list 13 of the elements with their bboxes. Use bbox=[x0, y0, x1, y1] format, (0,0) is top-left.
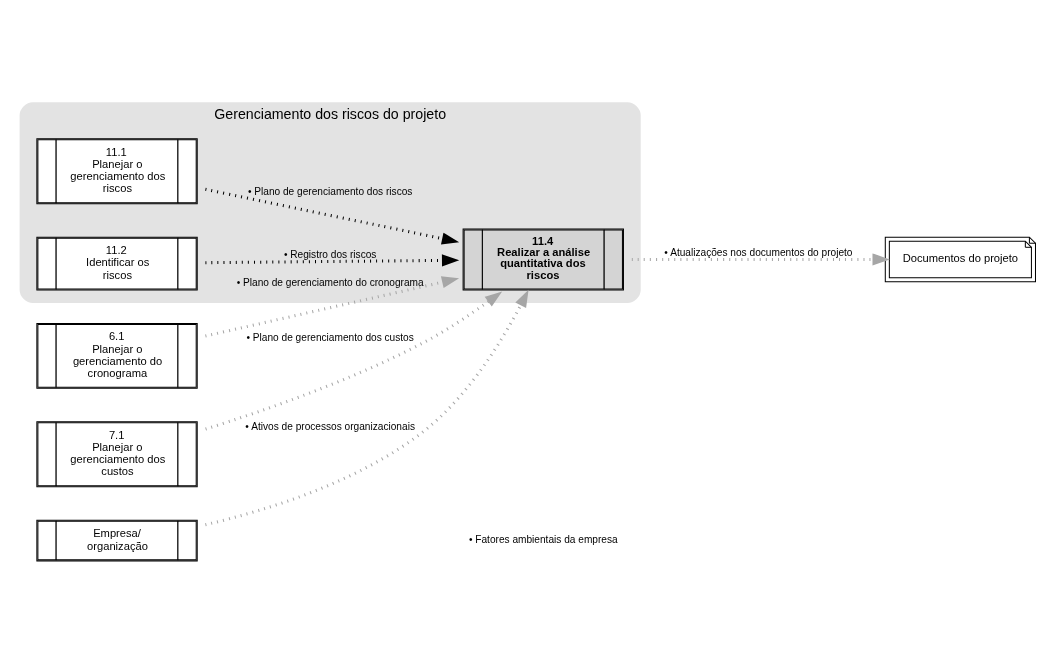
edge-label: • Plano de gerenciamento do cronograma bbox=[236, 276, 424, 288]
edge-label: • Ativos de processos organizacionais bbox=[245, 420, 415, 432]
arrow bbox=[205, 290, 503, 430]
edge-label: • Plano de gerenciamento dos riscos bbox=[247, 185, 413, 197]
edge-label: • Atualizações nos documentos do projeto bbox=[664, 246, 853, 258]
label: • Fatores ambientais da empresa bbox=[468, 533, 618, 545]
edge-label: • Plano de gerenciamento dos custos bbox=[246, 331, 414, 343]
arrow bbox=[205, 187, 460, 245]
arrow bbox=[631, 252, 890, 265]
edge-label: • Registro dos riscos bbox=[283, 248, 377, 260]
arrow bbox=[205, 275, 460, 337]
arrow bbox=[205, 289, 529, 526]
arrow bbox=[205, 253, 460, 266]
